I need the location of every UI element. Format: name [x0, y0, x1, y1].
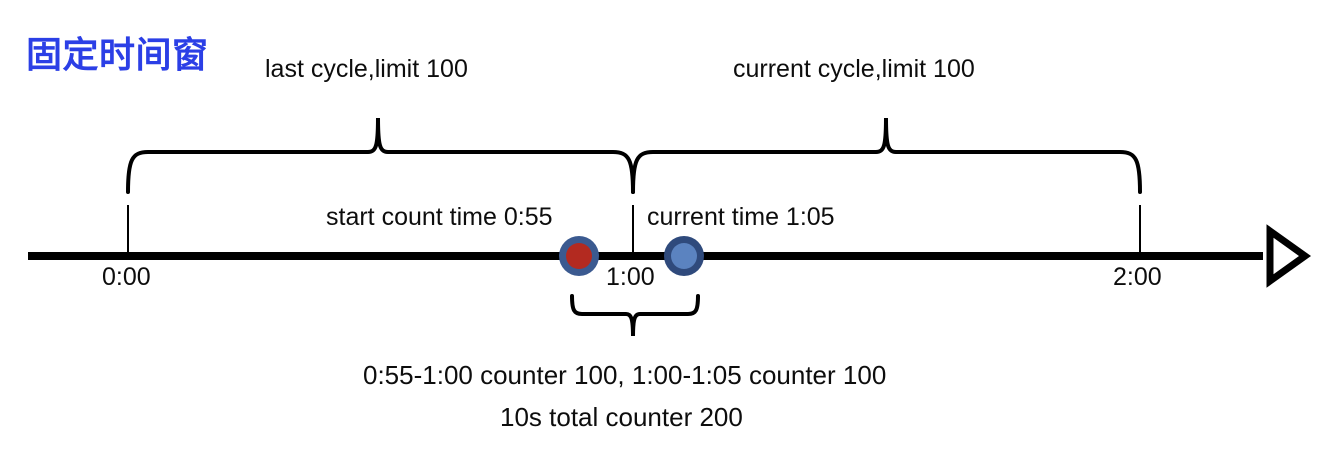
tick-leaders-group [127, 205, 1141, 256]
last-cycle-bracket-path [126, 117, 635, 194]
tick-label-2-00: 2:00 [1113, 263, 1162, 291]
start-count-time-label: start count time 0:55 [326, 203, 553, 231]
time-axis-group [28, 224, 1312, 288]
top-brackets-group [126, 117, 1142, 194]
page-title: 固定时间窗 [26, 34, 209, 75]
time-axis-arrowhead-icon [1266, 224, 1312, 288]
summary-counter-breakdown: 0:55-1:00 counter 100, 1:00-1:05 counter… [363, 360, 887, 390]
current-time-marker-dot [671, 243, 697, 269]
current-time-label: current time 1:05 [647, 203, 835, 231]
start-count-marker-dot [566, 243, 592, 269]
window-span-bracket-path [570, 294, 700, 337]
tick-label-0-00: 0:00 [102, 263, 151, 291]
window-span-bracket-group [570, 294, 700, 337]
markers-group [559, 236, 704, 276]
current-cycle-label: current cycle,limit 100 [733, 55, 975, 83]
last-cycle-label: last cycle,limit 100 [265, 55, 468, 83]
tick-label-1-00: 1:00 [606, 263, 655, 291]
summary-total-counter: 10s total counter 200 [500, 402, 743, 432]
current-cycle-bracket-path [631, 117, 1142, 194]
